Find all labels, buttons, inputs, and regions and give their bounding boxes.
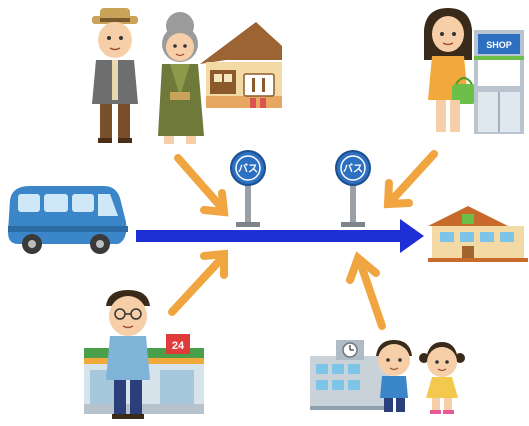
elderly-man-icon bbox=[92, 8, 138, 143]
shopping-woman-icon bbox=[424, 8, 476, 132]
store-24-label: 24 bbox=[172, 340, 185, 352]
shop-sign-label: SHOP bbox=[486, 40, 512, 50]
arrow-woman-to-stop2 bbox=[383, 150, 438, 209]
girl-child-icon bbox=[419, 342, 465, 414]
bus-stop-2-label: バス bbox=[343, 163, 363, 175]
arrow-school-to-stop2 bbox=[346, 251, 386, 330]
shop-building-icon: SHOP bbox=[474, 30, 524, 134]
bus-stop-2: バス bbox=[335, 150, 371, 227]
bus-stop-1-label: バス bbox=[238, 163, 258, 175]
boy-child-icon bbox=[376, 340, 412, 412]
arrow-elderly-to-stop1 bbox=[174, 154, 229, 217]
school-building-icon bbox=[428, 206, 528, 262]
elderly-woman-icon bbox=[158, 12, 204, 144]
restaurant-icon bbox=[200, 22, 282, 108]
bus-stop-1: バス bbox=[230, 150, 266, 227]
feeder-arrows bbox=[168, 150, 438, 330]
arrow-man-to-stop1 bbox=[168, 249, 228, 316]
school-with-clock-icon bbox=[310, 340, 390, 410]
man-with-glasses-icon bbox=[106, 290, 150, 419]
minibus-icon bbox=[8, 186, 128, 254]
main-route-arrow bbox=[136, 219, 424, 253]
